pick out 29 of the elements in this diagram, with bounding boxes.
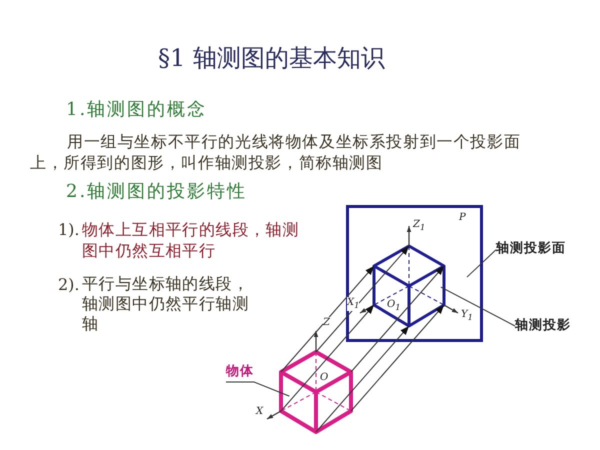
- callout-label: 轴测投影面: [496, 241, 566, 257]
- list-number: 1).: [58, 219, 80, 240]
- definition-paragraph: 用一组与坐标不平行的光线将物体及坐标系投射到一个投影面上，所得到的图形，叫作轴测投影，简称轴测图: [30, 131, 522, 173]
- projection-ray: [280, 304, 374, 412]
- callout-label: 轴测投影: [515, 318, 571, 334]
- projection-ray: [350, 266, 444, 372]
- section-heading: 2.轴测图的投影特性: [66, 181, 248, 203]
- callout-label: 物体: [226, 364, 254, 382]
- leader-line: [226, 382, 290, 397]
- projection-ray: [350, 304, 444, 412]
- plane-label: P: [459, 212, 466, 224]
- origin-label: O$_{1}$: [387, 299, 401, 313]
- cube-drawing: [371, 243, 447, 329]
- axis-label: Z$_{1}$: [413, 219, 426, 233]
- cube-drawing: [278, 349, 354, 435]
- leader-line: [466, 249, 496, 278]
- projection-ray: [280, 266, 374, 372]
- axis-label: X: [256, 406, 264, 418]
- page-title: §1 轴测图的基本知识: [158, 44, 385, 72]
- list-item-text: 物体上互相平行的线段，轴测图中仍然互相平行: [82, 219, 300, 261]
- projection-ray: [316, 246, 410, 352]
- section-heading: 1.轴测图的概念: [66, 99, 208, 121]
- origin-label: O: [320, 372, 328, 384]
- list-item-text: 平行与坐标轴的线段，轴测图中仍然平行轴测轴: [82, 274, 250, 334]
- leader-line: [440, 286, 516, 326]
- axis-label: Y$_{1}$: [461, 309, 473, 323]
- projection-plane: [346, 205, 483, 342]
- axis-label: X$_{1}$: [347, 297, 360, 311]
- list-number: 2).: [58, 274, 80, 295]
